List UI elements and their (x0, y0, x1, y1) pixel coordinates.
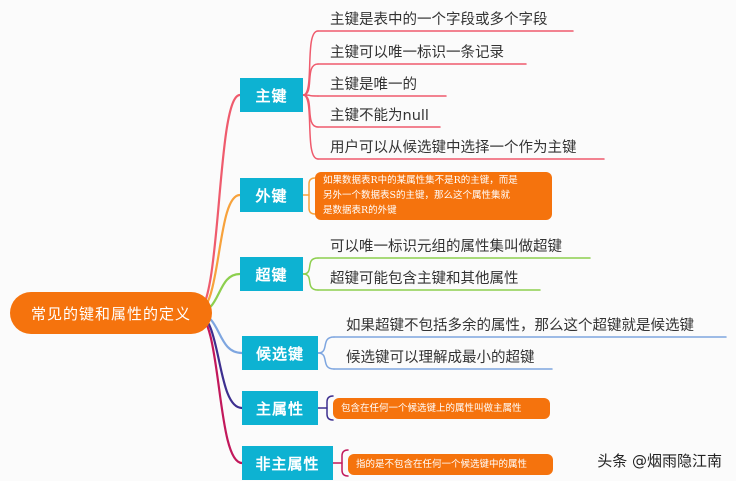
root-node[interactable]: 常见的键和属性的定义 (10, 292, 212, 334)
foreign-key-note-line-1: 如果数据表R中的某属性集不是R的主键，而是 (323, 175, 518, 186)
super-key-item-2: 超键可能包含主键和其他属性 (330, 271, 519, 287)
note-brace (326, 395, 334, 421)
leaf-connector (302, 94, 319, 128)
watermark: 头条 @烟雨隐江南 (597, 452, 722, 470)
branch-super-key[interactable]: 超键 (240, 257, 303, 291)
root-connector (194, 311, 244, 465)
branch-non-prime-attribute[interactable]: 非主属性 (242, 446, 333, 480)
primary-key-item-5: 用户可以从候选键中选择一个作为主键 (330, 140, 577, 156)
leaf-connector (302, 257, 319, 275)
candidate-key-item-1: 如果超键不包括多余的属性，那么这个超键就是候选键 (346, 318, 694, 334)
note-brace (341, 449, 349, 477)
candidate-key-item-2: 候选键可以理解成最小的超键 (346, 350, 535, 366)
root-connector (194, 93, 242, 315)
primary-key-item-1: 主键是表中的一个字段或多个字段 (330, 12, 548, 28)
primary-key-item-4: 主键不能为null (330, 108, 429, 124)
primary-key-item-2: 主键可以唯一标识一条记录 (330, 45, 504, 61)
foreign-key-note: 如果数据表R中的某属性集不是R的主键，而是 另外一个数据表S的主键，那么这个属性… (315, 172, 552, 220)
prime-attribute-note: 包含在任何一个候选键上的属性叫做主属性 (333, 398, 550, 419)
branch-candidate-key[interactable]: 候选键 (242, 336, 318, 370)
leaf-connector (317, 352, 335, 370)
branch-primary-key[interactable]: 主键 (240, 78, 303, 112)
leaf-connector (302, 63, 319, 96)
super-key-item-1: 可以唯一标识元组的属性集叫做超键 (330, 239, 562, 255)
leaf-connector (302, 94, 319, 160)
foreign-key-note-line-3: 是数据表R的外键 (323, 205, 397, 216)
leaf-connector (317, 336, 335, 354)
leaf-connector (302, 30, 319, 96)
branch-foreign-key[interactable]: 外键 (240, 178, 303, 212)
foreign-key-note-line-2: 另外一个数据表S的主键，那么这个属性集就 (323, 190, 511, 201)
primary-key-item-3: 主键是唯一的 (330, 77, 417, 93)
leaf-connector (302, 273, 319, 291)
branch-prime-attribute[interactable]: 主属性 (242, 391, 318, 425)
non-prime-attribute-note: 指的是不包含在任何一个候选键中的属性 (348, 454, 553, 475)
note-brace (308, 177, 316, 215)
